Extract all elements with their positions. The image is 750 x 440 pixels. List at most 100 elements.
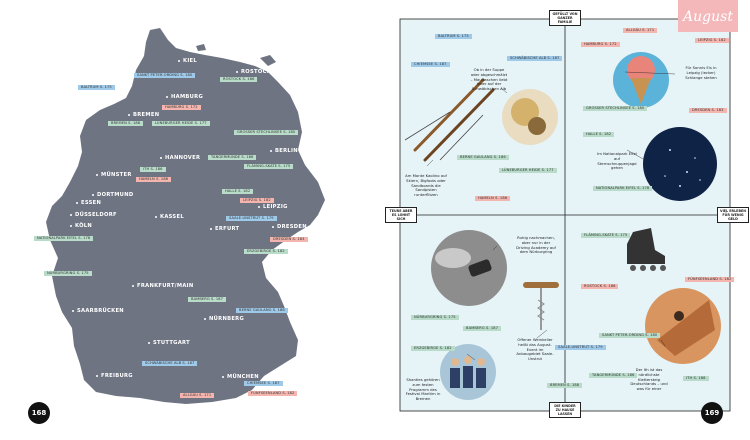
map-tag-sankt-peter[interactable]: SANKT PETER-ORDING S. 180	[134, 73, 196, 78]
germany-map	[46, 28, 325, 404]
photo-maultaschen	[502, 89, 558, 145]
quad-tag-flaming-skate[interactable]: FLÄMING-SKATE S. 175	[581, 233, 631, 238]
month-heading: August	[678, 0, 738, 32]
map-tag-schwabische-alb[interactable]: SCHWÄBISCHE ALB S. 187	[142, 361, 198, 366]
axis-label-left: TEURE ABER ES LOHNT SICH	[385, 207, 417, 223]
photo-climber	[645, 288, 721, 364]
city-stuttgart: STUTTGART	[148, 340, 190, 346]
quad-tag-funfseenland[interactable]: FÜNFSEENLAND S. 182	[685, 277, 735, 282]
axis-label-right: VIEL ERLEBEN FÜR WENIG GELD	[717, 207, 749, 223]
city-leipzig: LEIPZIG	[258, 204, 288, 210]
city-essen: ESSEN	[76, 200, 101, 206]
right-page: August GEFÜLLT VON GANZER FAMILIE DIE KI…	[375, 0, 750, 440]
note-ski: Am Monte Kaolino auf Skiern, Bigfoots od…	[405, 173, 447, 198]
quad-tag-erzgebirge[interactable]: ERZGEBIRGE S. 182	[411, 346, 455, 351]
note-drift: Ruhig nachmachen, aber nur in der Drivin…	[516, 235, 556, 255]
map-tag-eifel[interactable]: NATIONALPARK EIFEL S. 178	[34, 236, 94, 241]
quad-tag-baltrum[interactable]: BALTRUM S. 175	[435, 34, 472, 39]
city-dortmund: DORTMUND	[92, 192, 133, 198]
quad-tag-chiemsee[interactable]: CHIEMSEE S. 187	[411, 62, 450, 67]
quad-tag-schwabische-alb[interactable]: SCHWÄBISCHE ALB S. 187	[507, 56, 563, 61]
map-tag-leipzig[interactable]: LEIPZIG S. 182	[240, 198, 274, 203]
page-number-right: 169	[701, 402, 723, 424]
quad-tag-eifel[interactable]: NATIONALPARK EIFEL S. 178	[593, 186, 653, 191]
city-saarbrucken: SAARBRÜCKEN	[72, 308, 124, 314]
city-nurnberg: NÜRNBERG	[204, 316, 244, 322]
note-shanty: Shanties gehören zum festen Programm des…	[405, 377, 441, 402]
note-wine: Offener Weinkeller heißt das August-Even…	[516, 337, 554, 362]
quad-tag-ith[interactable]: ITH S. 186	[683, 376, 709, 381]
note-climb: Der Ith ist das nördlichste Klettersteig…	[630, 367, 668, 392]
photo-drift-car	[431, 230, 507, 306]
quad-tag-saale-unstrut[interactable]: SAALE-UNSTRUT S. 179	[555, 345, 606, 350]
note-maultaschen: Ob in der Suppe oder abgeschmälzt – Maul…	[470, 67, 508, 92]
city-munster: MÜNSTER	[96, 172, 132, 178]
map-tag-tangermunde[interactable]: TANGERMÜNDE S. 186	[208, 155, 257, 160]
note-stars: Im Nationalpark Eifel auf Sternschnuppen…	[597, 151, 637, 171]
quad-tag-hameln[interactable]: HAMELN S. 186	[475, 196, 511, 201]
city-hannover: HANNOVER	[160, 155, 200, 161]
map-tag-flaming-skate[interactable]: FLÄMING-SKATE S. 175	[244, 164, 294, 169]
quad-tag-stechlinsee[interactable]: GROSSER STECHLINSEE S. 180	[583, 106, 648, 111]
map-tag-allgau[interactable]: ALLGÄU S. 171	[180, 393, 215, 398]
page-number-left: 168	[28, 402, 50, 424]
city-bremen: BREMEN	[128, 112, 159, 118]
map-tag-rostock[interactable]: ROSTOCK S. 186	[220, 77, 258, 82]
city-munchen: MÜNCHEN	[222, 374, 259, 380]
map-tag-stechlinsee[interactable]: GROSSER STECHLINSEE S. 180	[234, 130, 299, 135]
axis-label-bottom: DIE KINDER ZU HAUSE LASSEN	[549, 402, 581, 418]
axis-label-top: GEFÜLLT VON GANZER FAMILIE	[549, 10, 581, 26]
map-tag-erzgebirge[interactable]: ERZGEBIRGE S. 182	[244, 249, 288, 254]
quad-tag-rostock[interactable]: ROSTOCK S. 186	[581, 284, 619, 289]
map-tag-saale-unstrut[interactable]: SAALE-UNSTRUT S. 179	[226, 216, 277, 221]
quad-tag-bremen[interactable]: BREMEN S. 188	[547, 383, 583, 388]
city-kiel: KIEL	[178, 58, 197, 64]
corkscrew-illustration	[523, 282, 559, 330]
city-hamburg: HAMBURG	[166, 94, 203, 100]
leader-lines	[426, 71, 676, 361]
quad-tag-allgau[interactable]: ALLGÄU S. 171	[623, 28, 658, 33]
quad-tag-hamburg[interactable]: HAMBURG S. 172	[581, 42, 620, 47]
map-tag-chiemsee[interactable]: CHIEMSEE S. 187	[244, 381, 283, 386]
city-rostock: ROSTOCK	[236, 69, 271, 75]
map-tag-bremen[interactable]: BREMEN S. 188	[108, 121, 144, 126]
map-tag-ith[interactable]: ITH S. 186	[140, 167, 166, 172]
city-frankfurt: FRANKFURT/MAIN	[132, 283, 194, 289]
map-tag-hameln[interactable]: HAMELN S. 186	[136, 177, 172, 182]
quad-tag-luneburger-heide[interactable]: LÜNEBURGER HEIDE S. 177	[499, 168, 557, 173]
city-erfurt: ERFURT	[210, 226, 239, 232]
city-dresden: DRESDEN	[272, 224, 307, 230]
map-tag-luneburger-heide[interactable]: LÜNEBURGER HEIDE S. 177	[152, 121, 210, 126]
city-kassel: KASSEL	[155, 214, 184, 220]
photo-shanty-choir	[440, 344, 496, 400]
left-page: KIEL ROSTOCK HAMBURG BREMEN BERLIN HANNO…	[0, 0, 375, 440]
city-koln: KÖLN	[70, 223, 92, 229]
city-dusseldorf: DÜSSELDORF	[70, 212, 117, 218]
map-tag-hamburg[interactable]: HAMBURG S. 172	[162, 105, 201, 110]
quad-tag-bamberg[interactable]: BAMBERG S. 187	[463, 326, 502, 331]
map-tag-dresden[interactable]: DRESDEN S. 183	[270, 237, 308, 242]
map-tag-bamberg[interactable]: BAMBERG S. 187	[188, 297, 227, 302]
ski-illustration	[404, 78, 495, 162]
quad-tag-sankt-peter[interactable]: SANKT PETER-ORDING S. 180	[599, 333, 661, 338]
map-tag-berne-gaulang[interactable]: BERNE GAULANG S. 186	[236, 308, 288, 313]
island-rugen	[260, 55, 276, 66]
photo-ice-cream	[613, 52, 669, 108]
photo-stars	[643, 127, 717, 201]
quad-tag-halle[interactable]: HALLE S. 182	[583, 132, 615, 137]
quad-tag-berne-gaulang[interactable]: BERNE GAULANG S. 186	[457, 155, 509, 160]
quadrant-grid	[399, 18, 731, 412]
quad-tag-nurburgring[interactable]: NÜRBURGRING S. 175	[411, 315, 459, 320]
map-tag-funfseenland[interactable]: FÜNFSEENLAND S. 182	[248, 391, 298, 396]
city-freiburg: FREIBURG	[96, 373, 133, 379]
quad-tag-tangermunde[interactable]: TANGERMÜNDE S. 186	[589, 373, 638, 378]
note-ice-cream: Für Sonnis Eis in Leipzig (lecker) Schla…	[685, 65, 717, 80]
map-tag-baltrum[interactable]: BALTRUM S. 175	[78, 85, 115, 90]
city-berlin: BERLIN	[270, 148, 298, 154]
island-fehmarn	[196, 44, 206, 51]
quad-tag-leipzig[interactable]: LEIPZIG S. 182	[695, 38, 729, 43]
map-tag-halle[interactable]: HALLE S. 182	[222, 189, 254, 194]
inline-skate-illustration	[627, 228, 666, 271]
quad-tag-dresden[interactable]: DRESDEN S. 183	[689, 108, 727, 113]
map-tag-nurburgring[interactable]: NÜRBURGRING S. 175	[44, 271, 92, 276]
